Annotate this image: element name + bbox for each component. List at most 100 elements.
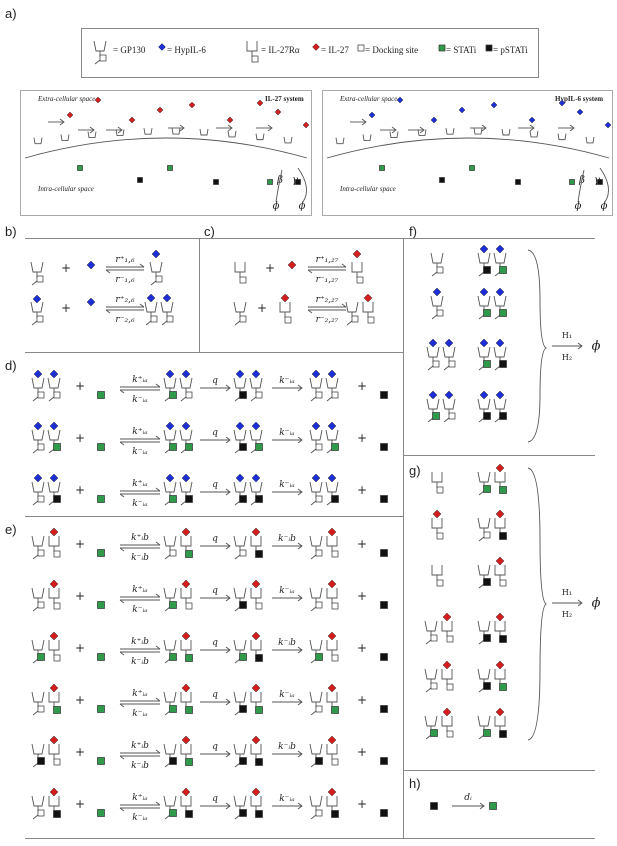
e3-pl: [251, 683, 261, 693]
il27-panel-ligand-7: [274, 108, 282, 116]
g3-l1-dock: [430, 634, 438, 642]
e3-fgp-cup: [309, 691, 323, 703]
g0-l-dock: [436, 486, 444, 494]
d1-pstat: [380, 443, 388, 451]
e0-fgp-cup: [309, 535, 323, 547]
g2-r2-dock: [499, 579, 507, 587]
f1-r1-cup: [477, 295, 491, 307]
e3-bind-bottom: k⁻ᵢₐ: [132, 709, 147, 719]
f3-l1-cup: [426, 398, 440, 410]
e5-stat: [97, 809, 105, 817]
b2-prod2-tail: [161, 320, 168, 326]
e1-fl: [327, 579, 337, 589]
e5-cgp-stat: [169, 809, 177, 817]
e1-ra-dock: [53, 602, 61, 610]
e5-bind-top: k⁺ᵢₐ: [132, 793, 147, 803]
d2-cl2: [181, 473, 191, 483]
e2-fra-cup: [326, 640, 338, 651]
il27-panel-ligand-8: [302, 121, 310, 129]
e4-plus2: +: [357, 745, 367, 759]
panel-label-d: d): [5, 358, 17, 373]
il27-panel-receptor-5: [171, 127, 181, 135]
divider-bottom: [25, 838, 595, 839]
e0-cra-cup: [180, 536, 192, 547]
d0-c2-cup: [179, 377, 193, 389]
d1-r1-tail: [32, 448, 39, 454]
hyp-panel-receptor-1: [362, 134, 372, 141]
f2-l2-dock: [448, 360, 456, 368]
h-pstat: [430, 802, 438, 810]
divider-f-g: [403, 455, 595, 456]
g1-r1-tail: [478, 536, 485, 542]
divider-g-h: [403, 770, 595, 771]
d1-cl2: [181, 421, 191, 431]
d0-f1-tail: [310, 396, 317, 402]
il27-panel-phi1: ϕ: [273, 201, 280, 212]
f-H1: H₁: [562, 331, 572, 340]
d2-c1-cup: [163, 481, 177, 493]
d2-f1-dock: [315, 495, 323, 503]
f3-l2-dock: [448, 412, 456, 420]
e0-pgp-tail: [234, 554, 241, 560]
g1-r1-dock: [483, 531, 491, 539]
e0-release-head: [297, 542, 303, 550]
d0-pstat: [380, 391, 388, 399]
c2-ligand: [280, 293, 290, 303]
b2-arrow-top: r⁺₂,₆: [115, 295, 135, 305]
d2-c1-stat: [169, 495, 177, 503]
legend-pstat-icon: [485, 44, 493, 52]
d2-pl2: [251, 473, 261, 483]
d2-plus2: +: [357, 483, 367, 497]
d0-fl2: [327, 369, 337, 379]
d1-release-head: [297, 436, 303, 444]
d1-f2-cup: [325, 429, 339, 441]
e0-fgp-dock: [315, 549, 323, 557]
d0-bind-bottom: k⁻ᵢₐ: [132, 395, 147, 405]
hyp-panel-membrane: [326, 137, 610, 159]
hyp-panel-receptor-5: [473, 127, 483, 135]
il27-panel-receptor-8: [255, 133, 265, 141]
d0-c2-tail: [180, 396, 187, 402]
b1-gp-tail: [31, 280, 38, 286]
g5-l2-cup: [441, 716, 453, 727]
e0-cl: [181, 527, 191, 537]
e5-gp-cup: [31, 795, 45, 807]
f2-l2-cup: [442, 346, 456, 358]
il27-panel-decay-gamma: [297, 167, 307, 203]
d1-f2-stat: [331, 443, 339, 451]
d0-cl2: [181, 369, 191, 379]
hyp-panel-phi1: ϕ: [575, 201, 582, 212]
legend-hypil6-icon: [158, 43, 166, 51]
f1-ll: [432, 287, 442, 297]
d2-stat: [97, 495, 105, 503]
d2-f1-cup: [309, 481, 323, 493]
g1-l-cup: [431, 518, 443, 529]
d2-r2-cup: [47, 481, 61, 493]
c2-prod-gp-dock: [351, 315, 359, 323]
e0-gp-dock: [37, 549, 45, 557]
e3-ra-cup: [48, 692, 60, 703]
g2-l-dock: [436, 579, 444, 587]
il27-panel-receptor-1: [60, 134, 70, 141]
e2-pgp-stat: [239, 653, 247, 661]
g2-r2-cup: [494, 565, 506, 576]
il27-panel-ligand-0: [66, 111, 74, 119]
e1-release-head: [297, 594, 303, 602]
d0-f2-cup: [325, 377, 339, 389]
e3-bind-back-head: [119, 703, 125, 708]
d1-phos-label: q: [212, 428, 218, 438]
g5-rl: [495, 707, 505, 717]
e1-pra-cup: [250, 588, 262, 599]
d1-bind-top: k⁺ᵢₐ: [132, 427, 147, 437]
d0-stat: [97, 391, 105, 399]
d0-c1-cup: [163, 377, 177, 389]
d1-r2-cup: [47, 429, 61, 441]
b2-prod2-dock: [166, 315, 174, 323]
hyp-panel-decay-beta: [577, 169, 585, 203]
d1-plus1: +: [75, 431, 85, 445]
il27-panel-flow-5-head: [267, 124, 273, 132]
e1-plus1: +: [75, 589, 85, 603]
c2-arrow-back-head: [307, 309, 313, 314]
il27-panel-flow-1-head: [89, 126, 95, 134]
hyp-panel-stat-2: [469, 165, 475, 171]
